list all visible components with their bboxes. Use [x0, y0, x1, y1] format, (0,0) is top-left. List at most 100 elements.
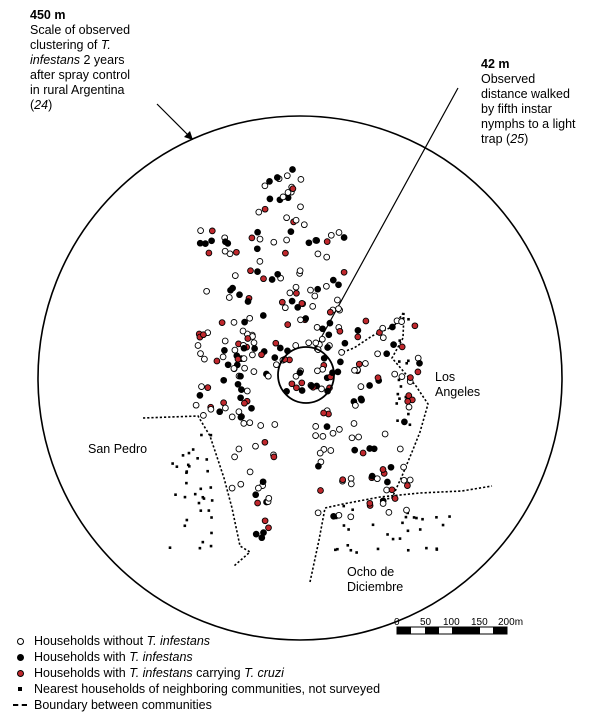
household-dot-icon: [296, 369, 304, 376]
household-dot-icon: [241, 318, 248, 326]
household-dot-icon: [318, 385, 325, 393]
neighbor-square-icon: [399, 385, 403, 388]
household-dot-icon: [221, 247, 229, 255]
household-dot-icon: [281, 304, 289, 312]
household-dot-icon: [222, 238, 229, 246]
household-dot-icon: [240, 420, 248, 427]
household-dot-icon: [405, 403, 413, 411]
scale-tick-0: 0: [394, 617, 400, 628]
household-dot-icon: [314, 509, 322, 517]
household-dot-icon: [289, 185, 297, 193]
household-dot-icon: [296, 267, 304, 275]
household-dot-icon: [293, 289, 300, 297]
neighbor-square-icon: [407, 359, 410, 363]
neighbor-square-icon: [210, 499, 214, 502]
household-dot-icon: [251, 345, 258, 352]
household-dot-icon: [274, 270, 282, 278]
household-dot-icon: [391, 495, 399, 502]
household-dot-icon: [197, 350, 204, 357]
household-dot-icon: [307, 286, 314, 294]
neighbor-square-icon: [185, 471, 188, 475]
household-dot-icon: [240, 344, 248, 352]
household-dot-icon: [292, 283, 300, 291]
household-dot-icon: [330, 512, 337, 520]
household-dot-icon: [327, 231, 335, 239]
household-dot-icon: [252, 442, 259, 450]
neighbor-square-icon: [397, 360, 401, 363]
black-circle-icon: [16, 653, 24, 661]
household-dot-icon: [240, 355, 248, 362]
neighbor-square-icon: [174, 493, 177, 496]
legend-item-uninfested: Households without T. infestans: [12, 633, 380, 649]
neighbor-square-icon: [201, 495, 205, 499]
neighbor-square-icon: [209, 544, 213, 548]
household-dot-icon: [236, 291, 243, 299]
household-dot-icon: [320, 354, 328, 362]
dashed-line-icon: [13, 704, 27, 706]
neighbor-square-icon: [405, 361, 409, 365]
household-dot-icon: [243, 387, 251, 395]
household-dot-icon: [358, 396, 365, 404]
legend-item-infested: Households with T. infestans: [12, 649, 380, 665]
household-dot-icon: [203, 287, 210, 295]
legend: Households without T. infestans Househol…: [12, 633, 380, 713]
neighbor-square-icon: [199, 509, 203, 512]
household-dot-icon: [283, 214, 290, 222]
neighbor-square-icon: [342, 504, 346, 508]
household-dot-icon: [312, 339, 320, 347]
household-dot-icon: [339, 476, 347, 484]
household-dot-icon: [250, 368, 258, 375]
neighbor-square-icon: [193, 492, 197, 496]
household-dot-icon: [327, 447, 335, 454]
household-dot-icon: [355, 433, 362, 441]
household-dot-icon: [259, 478, 267, 486]
household-dot-icon: [216, 408, 224, 416]
household-dot-icon: [246, 314, 254, 322]
household-dot-icon: [254, 268, 261, 275]
household-dot-icon: [230, 319, 238, 326]
household-dot-icon: [387, 463, 395, 471]
household-dot-icon: [200, 331, 207, 339]
neighbor-square-icon: [386, 533, 389, 536]
household-dot-icon: [357, 383, 365, 390]
neighbor-square-icon: [198, 546, 202, 550]
household-dot-icon: [388, 486, 396, 494]
neighbor-square-icon: [412, 516, 416, 519]
neighboring-households: [168, 317, 451, 554]
neighbor-square-icon: [351, 508, 354, 512]
neighbor-square-icon: [347, 528, 350, 531]
neighbor-square-icon: [175, 465, 179, 468]
household-dot-icon: [237, 480, 245, 488]
household-dot-icon: [325, 331, 333, 339]
household-dot-icon: [266, 195, 274, 203]
household-dot-icon: [260, 529, 267, 536]
household-dot-icon: [238, 386, 245, 393]
household-dot-icon: [261, 205, 269, 213]
neighbor-square-icon: [334, 548, 337, 552]
neighbor-square-icon: [371, 523, 375, 527]
household-dot-icon: [289, 166, 296, 173]
neighbor-square-icon: [210, 516, 213, 519]
household-dot-icon: [252, 491, 260, 499]
household-dot-icon: [317, 487, 324, 494]
household-dot-icon: [354, 333, 362, 341]
household-dot-icon: [272, 339, 280, 347]
legend-item-boundary: Boundary between communities: [12, 697, 380, 713]
household-dot-icon: [398, 343, 406, 351]
household-dot-icon: [300, 221, 308, 229]
household-dot-icon: [237, 372, 244, 380]
household-dot-icon: [261, 517, 269, 525]
neighbor-square-icon: [398, 537, 402, 540]
household-dot-icon: [383, 350, 391, 358]
household-dot-icon: [337, 358, 344, 366]
household-dot-icon: [235, 445, 243, 453]
neighbor-square-icon: [183, 495, 187, 499]
household-dot-icon: [234, 380, 242, 388]
household-dot-icon: [253, 245, 261, 253]
neighbor-square-icon: [435, 515, 438, 519]
household-dot-icon: [313, 237, 321, 244]
household-dot-icon: [294, 304, 302, 311]
household-dot-icon: [273, 174, 281, 181]
